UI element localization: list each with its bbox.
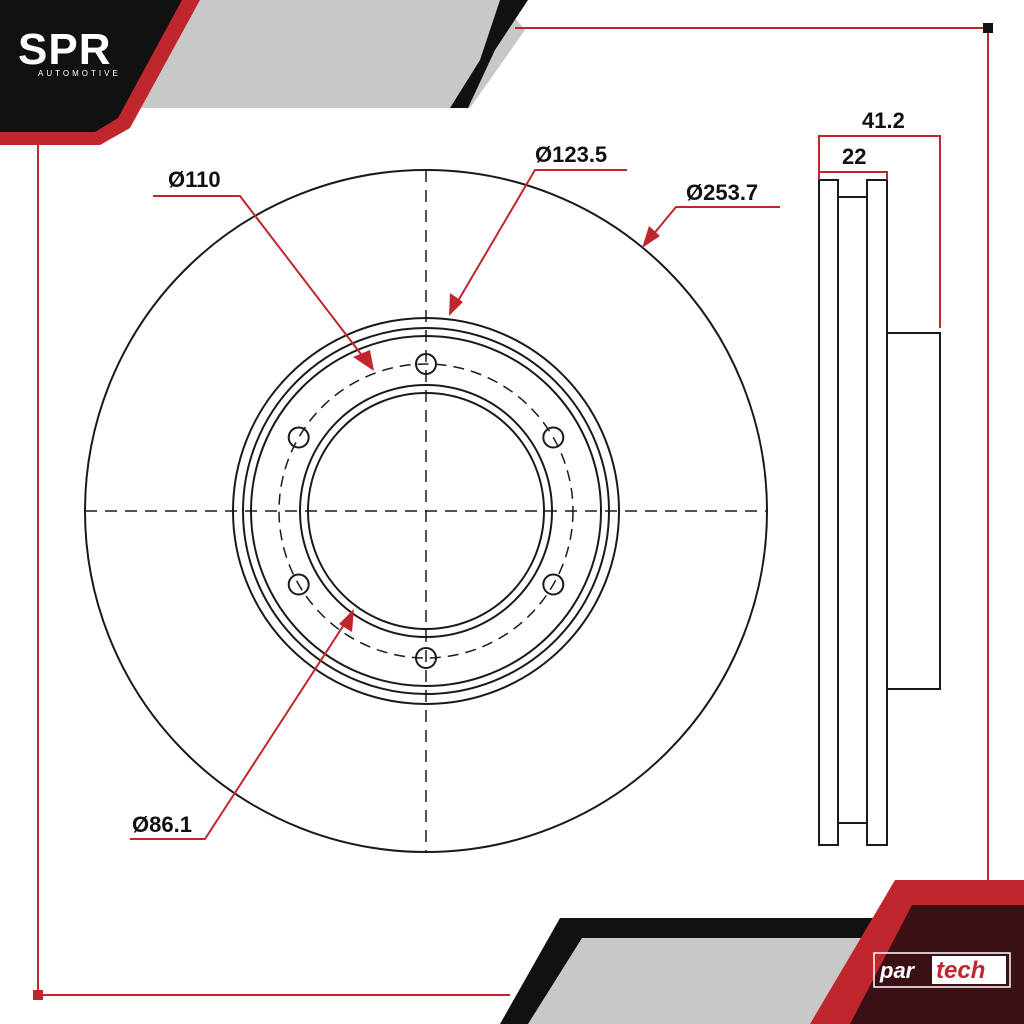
arrow-hat-diameter — [449, 293, 463, 316]
dim-center-bore-label: Ø86.1 — [132, 812, 192, 837]
dim-22-label: 22 — [842, 144, 866, 169]
dim-22-line — [819, 171, 888, 180]
red-frame — [37, 27, 989, 996]
arrow-center-bore — [339, 609, 354, 632]
partech-logo-frame — [873, 952, 1011, 988]
top-left-banner — [0, 0, 528, 145]
rotor-side-view — [818, 179, 941, 846]
dim-outer-diameter-label: Ø253.7 — [686, 180, 758, 205]
leader-lines — [130, 169, 780, 840]
leader-hat-diameter — [454, 169, 627, 307]
dim-41-2-line — [818, 135, 941, 328]
dim-hat-diameter-label: Ø123.5 — [535, 142, 607, 167]
dim-bolt-circle-label: Ø110 — [168, 167, 221, 192]
bolt-hole — [415, 647, 437, 669]
bottom-right-banner — [500, 880, 1024, 1024]
bolt-hole — [542, 426, 565, 449]
arrow-bolt-circle — [353, 350, 374, 371]
spr-logo-subtitle: AUTOMOTIVE — [38, 69, 121, 78]
friction-plate-outer — [866, 179, 888, 846]
leader-bolt-circle — [153, 195, 368, 363]
frame-bottom-left-marker — [33, 990, 43, 1000]
hat-section — [886, 332, 941, 690]
leader-outer-diameter — [651, 206, 780, 237]
partech-logo-prefix: par — [879, 958, 916, 983]
banner-bottom-gray — [528, 938, 880, 1024]
partech-logo-suffix: tech — [936, 957, 985, 984]
banner-black-edge — [450, 0, 528, 108]
rotor-front-view — [84, 169, 768, 853]
spr-logo: SPR AUTOMOTIVE — [18, 25, 121, 78]
bolt-hole — [287, 573, 310, 596]
frame-top-right-marker — [983, 23, 993, 33]
partech-logo: par tech — [873, 952, 1011, 988]
arrow-outer-diameter — [642, 226, 660, 248]
banner-gray-stripe — [120, 0, 525, 108]
dim-41-2-label: 41.2 — [862, 108, 905, 133]
leader-arrows — [339, 226, 660, 632]
spr-logo-text: SPR — [18, 25, 111, 74]
leader-center-bore — [130, 619, 348, 840]
vane-section — [837, 196, 868, 824]
bolt-hole — [287, 426, 310, 449]
partech-logo-fill — [932, 956, 1006, 984]
side-dimensions — [818, 135, 941, 328]
banner-black-block — [0, 0, 182, 132]
friction-plate-inner — [818, 179, 839, 846]
bolt-hole — [542, 573, 565, 596]
